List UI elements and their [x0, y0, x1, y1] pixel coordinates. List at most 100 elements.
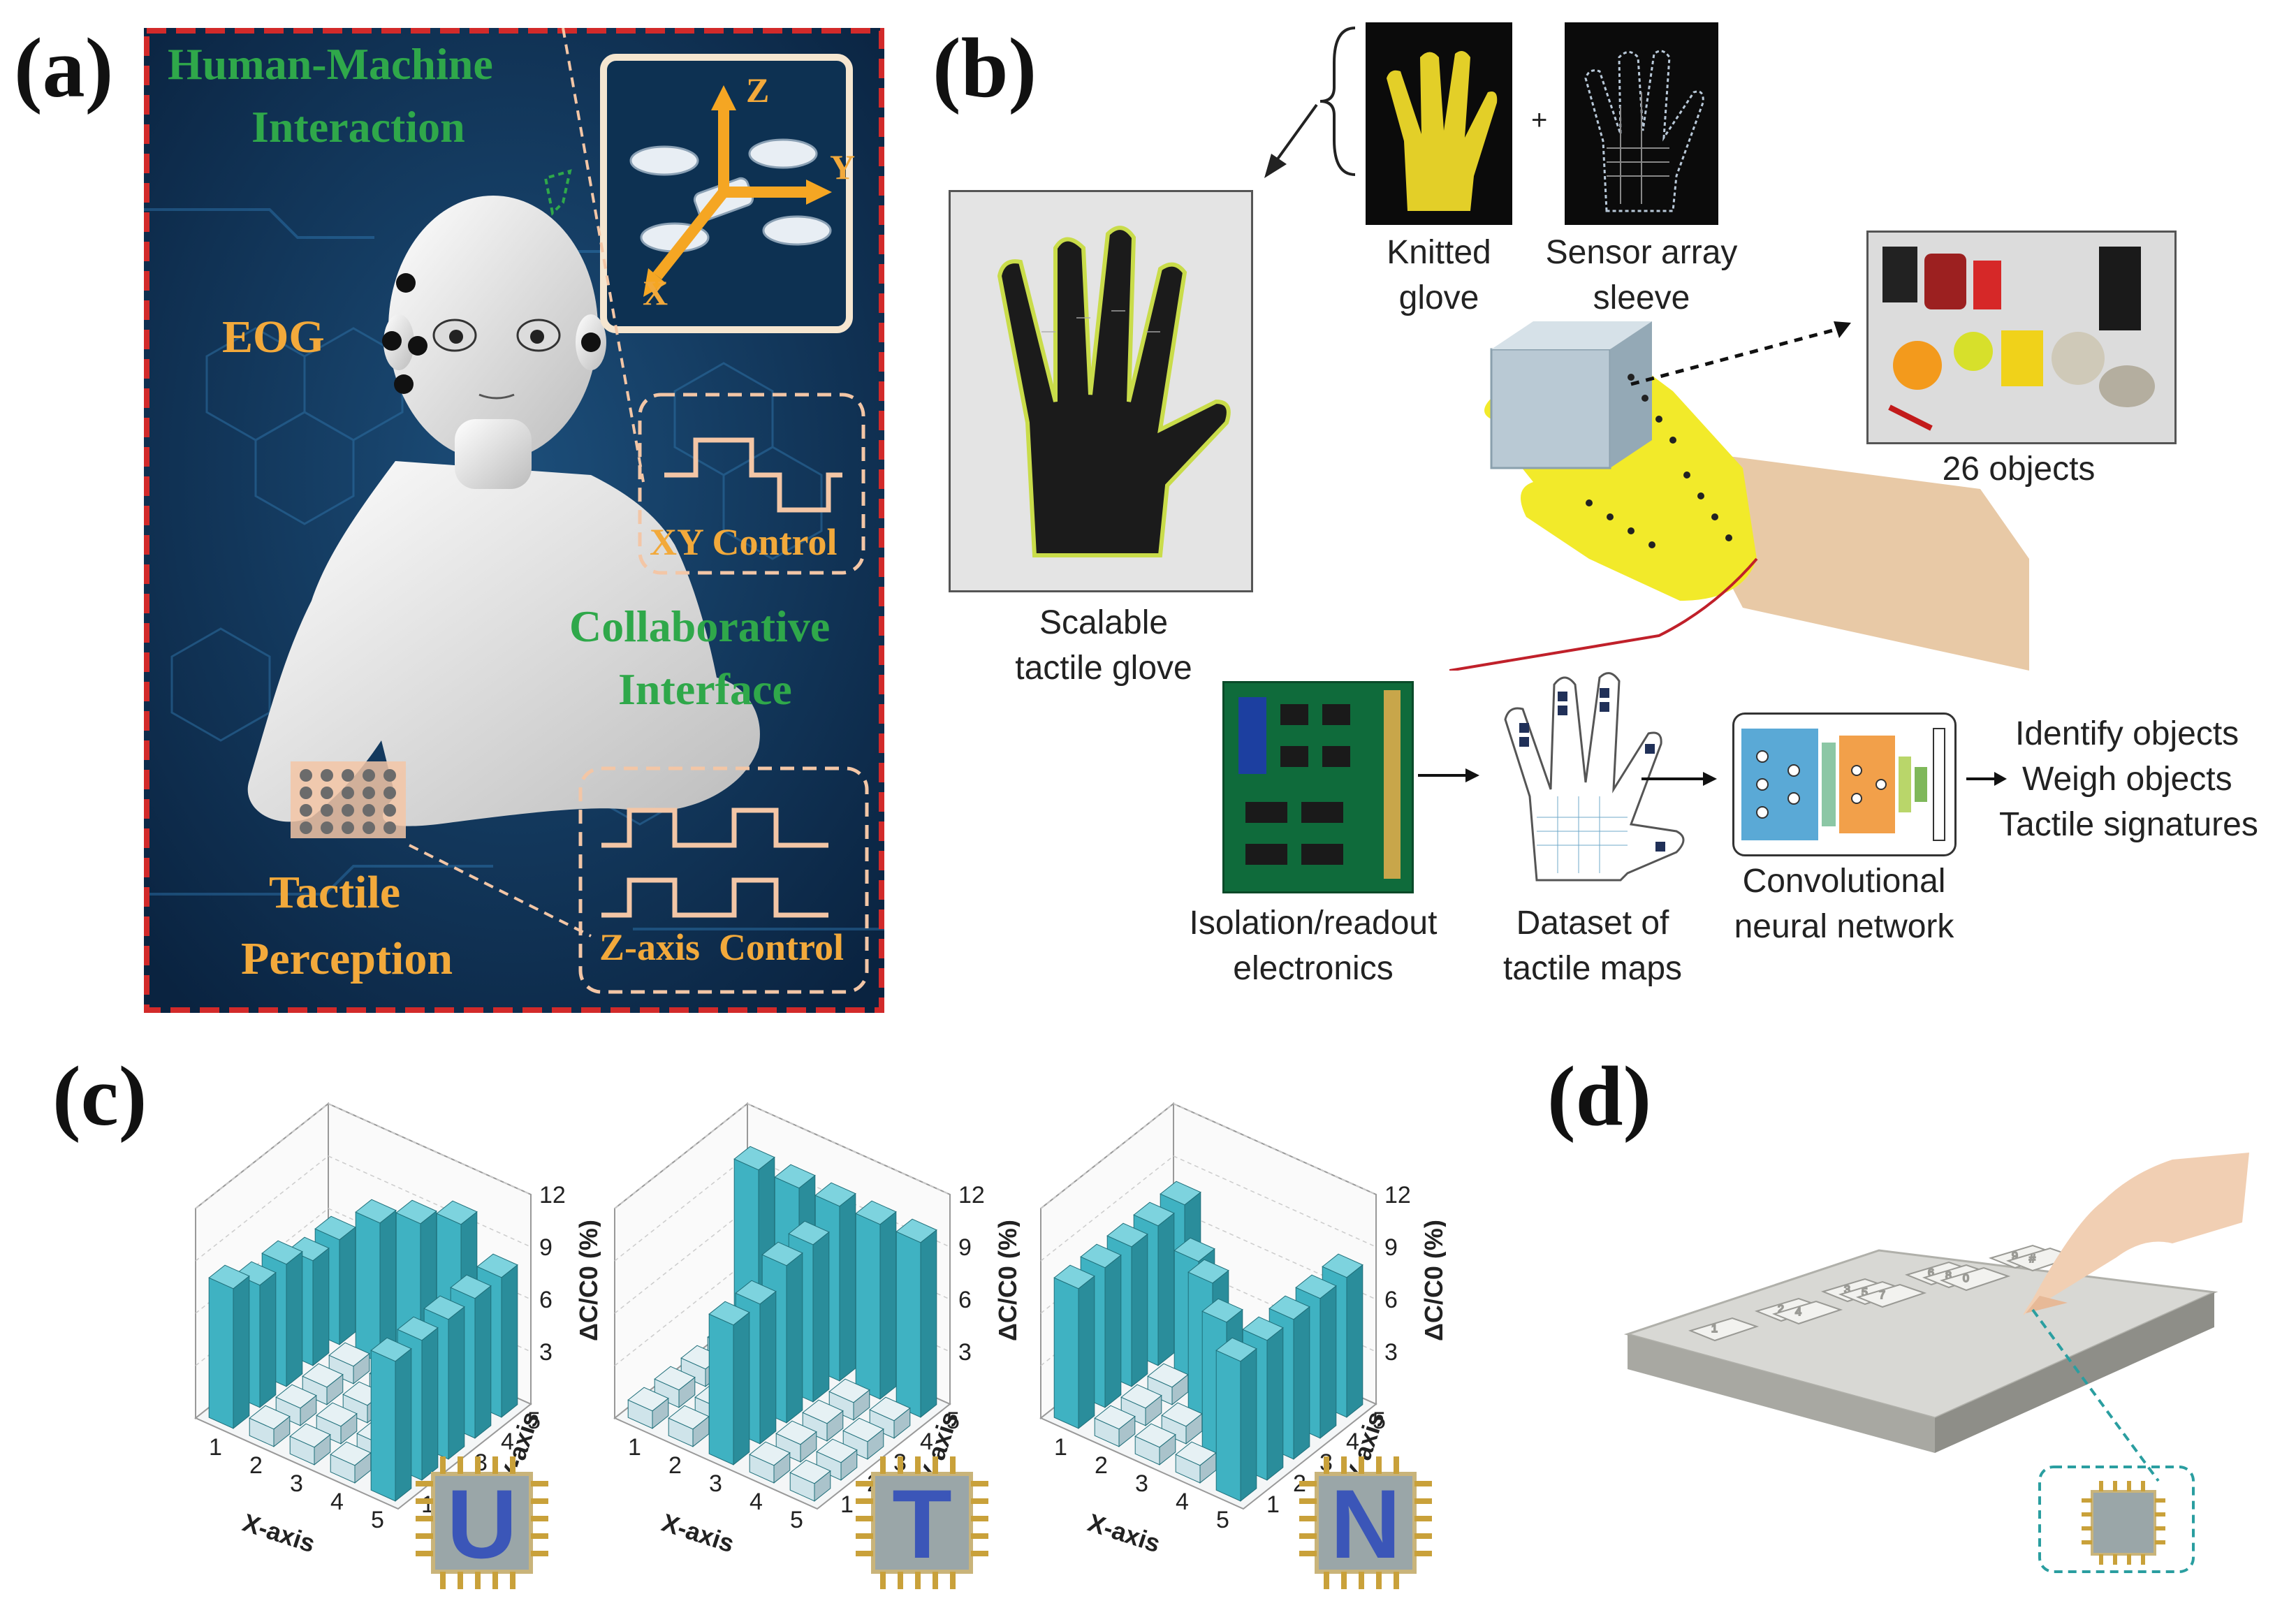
xy-control-box: [638, 393, 865, 575]
chip-letter: U: [446, 1469, 517, 1579]
output-weigh-objects: Weigh objects: [2022, 761, 2232, 798]
brace-arrow: [1264, 27, 1356, 178]
keypad-key-label: 7: [1879, 1289, 1885, 1301]
bar-x4-y2: [775, 1420, 817, 1463]
keypad-key-label: 6: [1928, 1267, 1934, 1279]
x-axis-label: X-axis: [659, 1508, 738, 1558]
x-tick-label: 3: [709, 1470, 722, 1497]
panel-c-letter: (c): [52, 1049, 147, 1144]
z-tick-label: 3: [539, 1339, 553, 1366]
z-tick-label: 3: [1384, 1339, 1398, 1366]
bar-x2-y1: [1094, 1405, 1136, 1447]
bar-x5-y2: [816, 1438, 858, 1481]
bar-x3-y1: [1134, 1423, 1176, 1466]
scalable-glove-caption-line1: Scalable: [1039, 604, 1169, 641]
dataset-caption-line2: tactile maps: [1502, 950, 1683, 987]
bar-x4-y3: [802, 1399, 844, 1442]
eog-electrodes: [382, 273, 601, 394]
x-axis-label: X-axis: [1085, 1508, 1164, 1558]
keypad-key-label: 8: [1945, 1270, 1952, 1282]
x-tick-label: 4: [750, 1489, 763, 1515]
x-axis-label: X-axis: [240, 1508, 319, 1558]
collaborative-label-line2: Interface: [618, 664, 792, 714]
bar-x2-y1: [249, 1405, 291, 1447]
x-tick-label: 1: [628, 1434, 641, 1461]
panel-a-illustration: [144, 27, 884, 1013]
face-features: [432, 319, 561, 400]
z-tick-label: 6: [1384, 1287, 1398, 1313]
z-tick-label: 9: [539, 1234, 553, 1261]
x-tick-label: 4: [1176, 1489, 1189, 1515]
tactile-label-line1: Tactile: [269, 867, 401, 918]
y-tick-label: 5: [946, 1408, 960, 1434]
chip-icon: N: [1299, 1456, 1432, 1589]
panel-b-letter: (b): [933, 21, 1037, 115]
isolation-caption-line1: Isolation/readout: [1189, 905, 1438, 942]
drone-inset: [600, 54, 853, 333]
x-tick-label: 2: [1095, 1452, 1108, 1479]
z-axis-label: ΔC/C0 (%): [574, 1220, 601, 1341]
flow-arrow-1: [1418, 768, 1479, 782]
tactile-label-line2: Perception: [241, 933, 453, 984]
hmi-title-line1: Human-Machine: [168, 39, 493, 89]
drone-z-label: Z: [746, 71, 770, 110]
keypad-key-label: 0: [1963, 1273, 1969, 1285]
y-tick-label: 4: [1346, 1429, 1359, 1455]
collaborative-label-line1: Collaborative: [569, 601, 831, 651]
bar-x2-y3: [302, 1363, 344, 1405]
drone-y-label: Y: [830, 147, 856, 187]
x-tick-label: 1: [1054, 1434, 1067, 1461]
y-tick-label: 5: [1373, 1408, 1386, 1434]
objects-photo: [1866, 231, 2177, 444]
bar-x1-y1: [208, 1264, 250, 1429]
scalable-glove-caption-line2: tactile glove: [1015, 650, 1192, 687]
bar-x4-y1: [1175, 1441, 1217, 1484]
y-tick-label: 1: [1266, 1491, 1280, 1518]
x-tick-label: 4: [330, 1489, 344, 1515]
bar-x2-y2: [1120, 1384, 1162, 1426]
z-axis-control-box: [578, 766, 869, 994]
bar-x5-y1: [789, 1459, 831, 1502]
z-axis-label: ΔC/C0 (%): [1419, 1220, 1446, 1341]
z-tick-label: 3: [958, 1339, 972, 1366]
output-identify-objects: Identify objects: [2015, 715, 2239, 752]
bar-x3-y2: [316, 1402, 358, 1445]
bar-x2-y1: [668, 1405, 710, 1447]
z-tick-label: 12: [1384, 1182, 1411, 1208]
sensor-array-sleeve-photo: [1565, 22, 1718, 225]
keypad-key-label: 3: [1844, 1284, 1850, 1296]
drone-x-label: X: [643, 273, 668, 312]
human-figure: [247, 196, 760, 826]
bar-x5-y1: [1215, 1337, 1257, 1502]
bar-x3-y1: [708, 1301, 750, 1466]
chip-letter: N: [1330, 1469, 1401, 1579]
objects-caption: 26 objects: [1942, 451, 2096, 488]
sensor-array-caption-line2: sleeve: [1593, 279, 1690, 316]
bar-x2-y2: [275, 1384, 317, 1426]
z-tick-label: 12: [539, 1182, 566, 1208]
keypad-key-label: 4: [1795, 1306, 1801, 1318]
xy-control-label: XY Control: [650, 521, 838, 563]
x-tick-label: 5: [790, 1507, 803, 1533]
scalable-glove-photo: [949, 190, 1253, 592]
chip-u: U: [412, 1453, 552, 1593]
keypad-key: 1: [1688, 1317, 1760, 1342]
plus-sign: +: [1531, 105, 1548, 136]
panel-a-border: [144, 28, 884, 1013]
flow-arrow-3: [1966, 772, 2007, 786]
panel-a-image: [144, 27, 884, 1013]
drone-axis-arrows: [652, 105, 811, 279]
keypad-key: 0: [1939, 1266, 2011, 1292]
panel-a-letter: (a): [14, 21, 114, 115]
bar-x4-y5: [855, 1200, 897, 1400]
bar-x5-y1: [370, 1337, 412, 1502]
output-tactile-signatures: Tactile signatures: [1999, 806, 2258, 843]
x-tick-label: 3: [1135, 1470, 1148, 1497]
eog-label: EOG: [222, 312, 325, 363]
bar-x3-y1: [289, 1423, 331, 1466]
z-axis-control-label: Z-axis Control: [599, 926, 844, 968]
hmi-title-line2: Interaction: [251, 102, 465, 152]
z-axis-label: ΔC/C0 (%): [993, 1220, 1020, 1341]
